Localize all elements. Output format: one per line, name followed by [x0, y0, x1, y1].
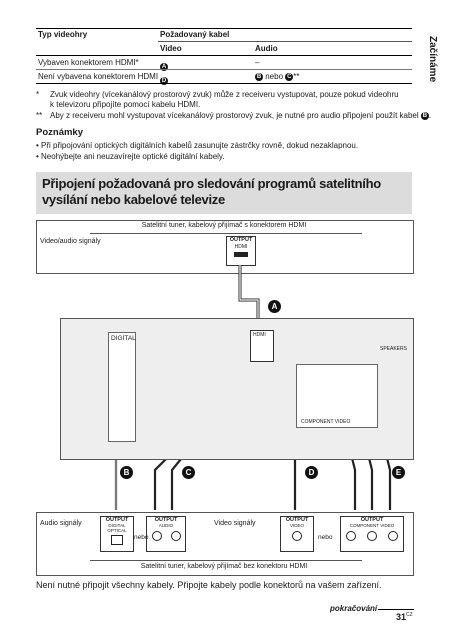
component-video-block: COMPONENT VIDEO: [296, 364, 378, 428]
section-heading-box: Připojení požadovaná pro sledování progr…: [36, 172, 412, 214]
page-number: 31CZ: [396, 612, 413, 622]
av-signals-label: Video/audio signály: [40, 238, 101, 245]
row2-type: Není vybavena konektorem HDMI: [38, 72, 159, 81]
sub-video-header: Video: [160, 44, 182, 53]
hdmi-tuner-title: Satelitní tuner, kabelový přijímač s kon…: [141, 222, 307, 229]
footnote-text: k televizoru připojíte pomocí kabelu HDM…: [50, 100, 201, 109]
video-signals-label: Video signály: [214, 520, 256, 527]
footnote-mark: **: [36, 111, 43, 120]
sub-audio-header: Audio: [255, 44, 278, 53]
hdmi-output-port: OUTPUT HDMI: [226, 236, 256, 266]
cable-e-badge: E: [392, 466, 405, 479]
row2-video-badge: D: [160, 76, 168, 85]
continued-label: pokračování: [330, 604, 378, 613]
cable-a-badge: A: [268, 300, 281, 313]
cable-b-badge: B: [120, 466, 133, 479]
footnote-text: Aby z receiveru mohl vystupovat vícekaná…: [50, 111, 432, 120]
speakers-label: SPEAKERS: [380, 346, 407, 352]
non-hdmi-tuner-title: Satelitní tuner, kabelový přijímač bez k…: [140, 563, 308, 570]
digital-input-block: DIGITAL: [108, 332, 136, 442]
row1-video-badge: A: [160, 62, 168, 71]
hdmi-tuner-box: [36, 220, 414, 274]
section-heading: Připojení požadovaná pro sledování progr…: [42, 176, 381, 207]
row1-type: Vybaven konektorem HDMI*: [38, 58, 139, 67]
non-hdmi-tuner-box: [36, 512, 414, 576]
or-label-1: nebo: [134, 534, 149, 541]
footnote-text: Zvuk videohry (vícekanálový prostorový z…: [50, 90, 399, 99]
cable-c-badge: C: [182, 466, 195, 479]
col-cable-header: Požadovaný kabel: [160, 30, 230, 39]
row2-audio: B nebo C**: [255, 72, 300, 81]
audio-signals-label: Audio signály: [40, 520, 82, 527]
cable-d-badge: D: [305, 466, 318, 479]
footer-note: Není nutné připojit všechny kabely. Přip…: [36, 580, 382, 590]
digital-optical-output: OUTPUT DIGITAL OPTICAL: [100, 516, 134, 552]
note-item: • Neohýbejte ani neuzavírejte optické di…: [36, 152, 225, 161]
component-video-output: OUTPUT COMPONENT VIDEO: [340, 516, 404, 552]
video-output: OUTPUT VIDEO: [280, 516, 314, 552]
footnote-mark: *: [36, 90, 40, 99]
hdmi-input-port: HDMI: [250, 330, 274, 362]
notes-title: Poznámky: [36, 127, 83, 138]
or-label-2: nebo: [318, 534, 333, 541]
note-item: • Při připojování optických digitálních …: [36, 141, 359, 150]
row1-audio: –: [255, 58, 260, 67]
col-type-header: Typ videohry: [38, 30, 88, 39]
audio-output: OUTPUT AUDIO: [146, 516, 186, 552]
